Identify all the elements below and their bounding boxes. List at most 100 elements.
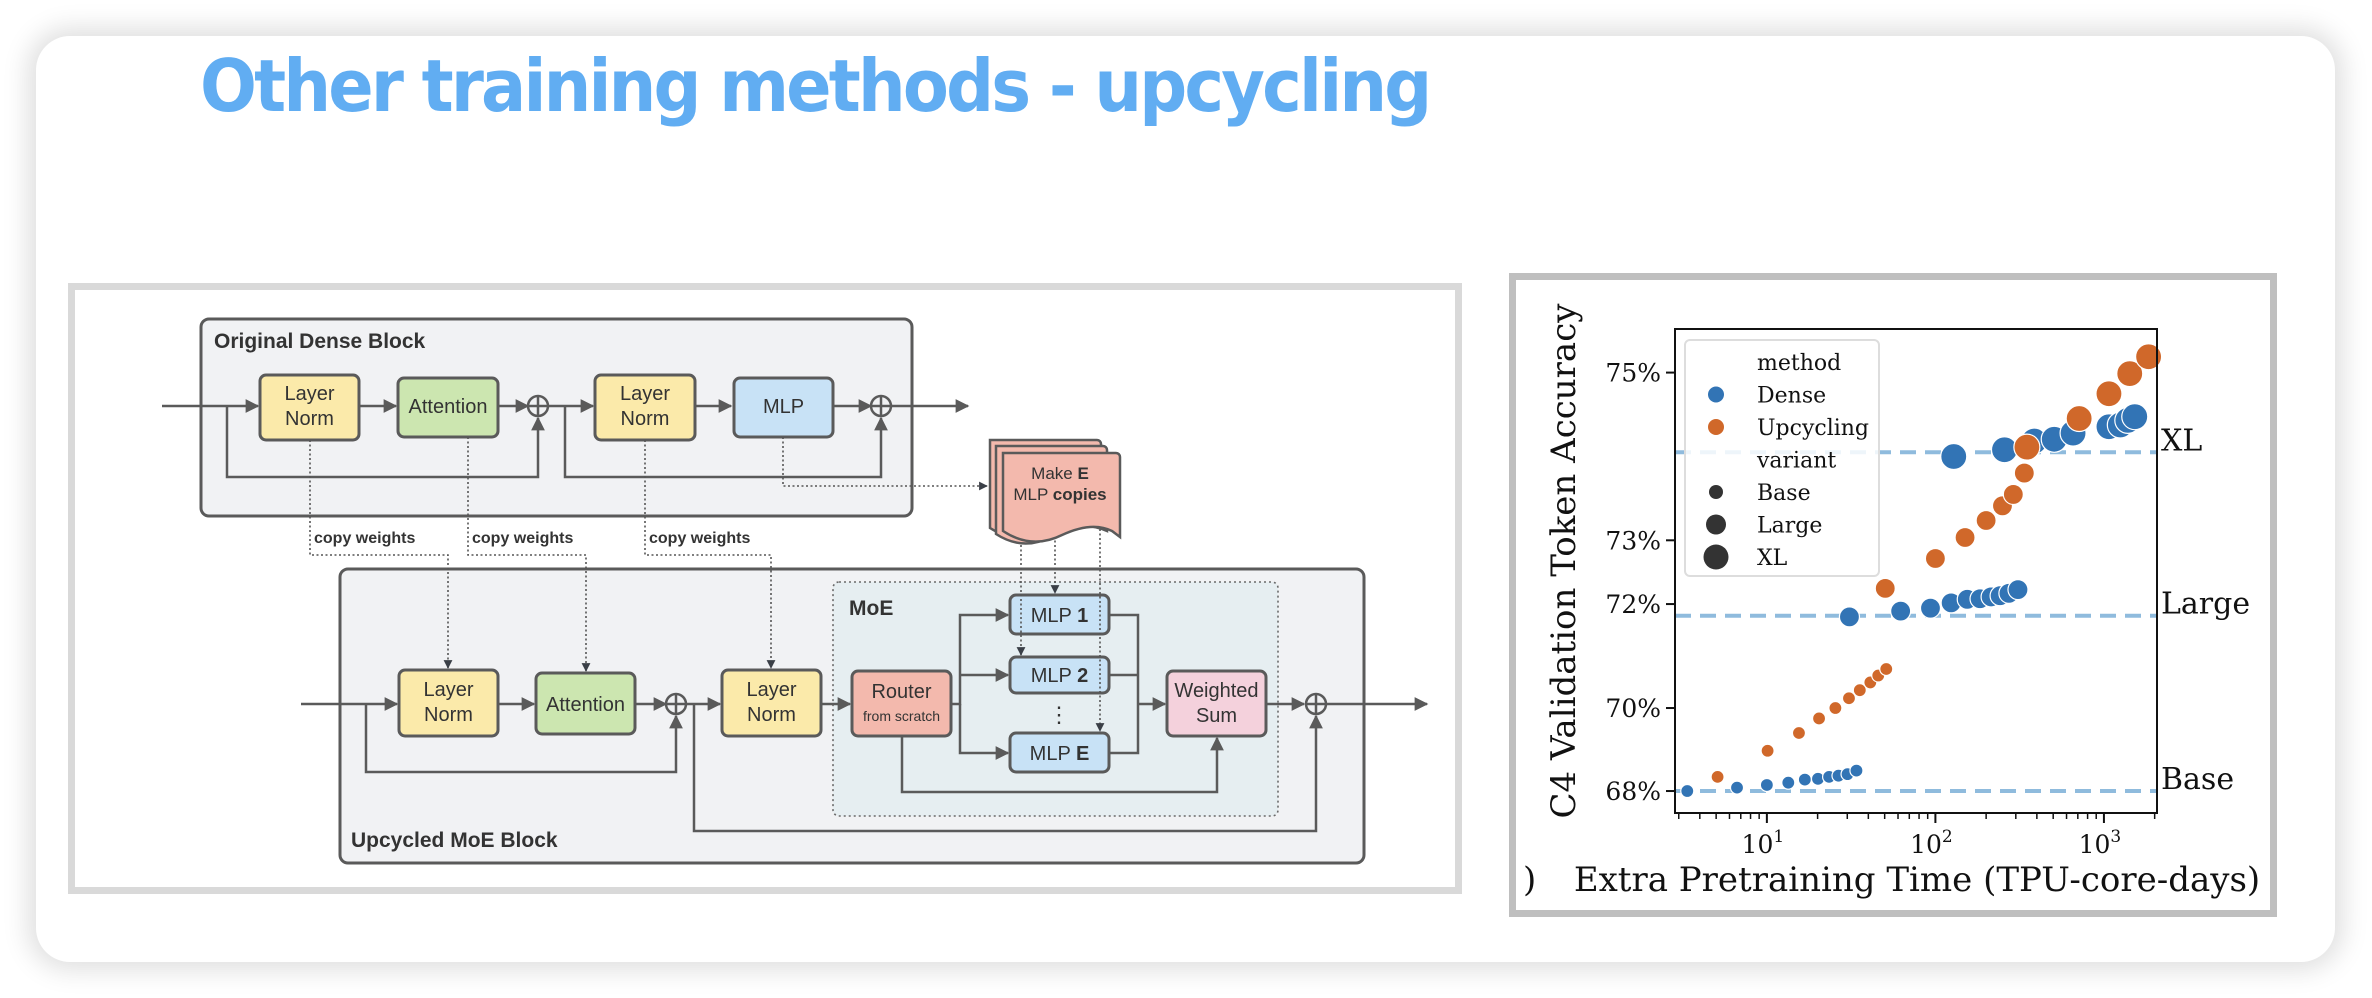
data-point (2002, 483, 2024, 506)
y-tick-label: 75% (1605, 359, 1661, 388)
legend-marker-dense (1708, 386, 1724, 403)
moe-add-2 (1304, 692, 1328, 716)
y-axis-label: C4 Validation Token Accuracy (1544, 303, 1584, 819)
moe-add-1 (664, 692, 688, 716)
data-point (1890, 600, 1912, 622)
router-subtext: from scratch (863, 708, 940, 724)
upcycling-diagram: Original Dense Block Layer Norm Attentio… (162, 317, 1429, 865)
data-point (1940, 442, 1968, 471)
series-dense-base (1680, 763, 1864, 799)
data-point (1874, 577, 1896, 600)
y-tick-label: 70% (1605, 694, 1661, 723)
y-tick-label: 73% (1605, 526, 1661, 555)
x-axis-label: Extra Pretraining Time (TPU-core-days) (1574, 860, 2260, 900)
layer-norm-text-1: Layer (284, 383, 334, 405)
data-point (1954, 526, 1976, 549)
data-point (1760, 743, 1775, 758)
attention-text: Attention (409, 396, 488, 418)
y-axis: 68% 70% 72% 73% 75% (1605, 359, 1675, 806)
expert-mlp-1: MLP 1 (1008, 593, 1111, 636)
copy-weights-label-3: copy weights (649, 530, 750, 547)
data-point (1729, 780, 1745, 795)
copy-weights-attn-connector (467, 437, 591, 672)
data-point (1710, 769, 1725, 784)
dense-mlp: MLP (732, 376, 835, 439)
dense-layer-norm-1: Layer Norm (258, 373, 361, 442)
moe-layer-norm-1: Layer Norm (397, 668, 500, 738)
expert-mlp-E-text: MLP E (1030, 743, 1090, 765)
expert-mlp-2: MLP 2 (1008, 655, 1111, 695)
reference-label-base: Base (2161, 762, 2234, 797)
series-dense-xl (1940, 403, 2149, 471)
layer-norm-text-1: Layer (746, 679, 796, 701)
moe-label: MoE (849, 597, 893, 620)
router-text: Router (871, 681, 931, 703)
x-tick-label: 102 (1910, 827, 1953, 859)
data-point (1759, 777, 1774, 793)
layer-norm-text-2: Norm (424, 704, 473, 726)
attention-text: Attention (546, 694, 625, 716)
legend-marker-large (1706, 514, 1726, 535)
legend-item-xl: XL (1757, 546, 1788, 571)
weighted-sum-text-2: Sum (1196, 705, 1237, 727)
legend-marker-upcycling (1708, 419, 1724, 435)
expert-mlp-2-text: MLP 2 (1031, 665, 1088, 687)
data-point (1852, 683, 1867, 698)
y-tick-label: 68% (1605, 777, 1661, 806)
data-point (2134, 343, 2163, 371)
dense-block-container (199, 317, 914, 518)
legend-item-dense: Dense (1757, 384, 1826, 409)
make-copies-text-1: Make E (1031, 464, 1089, 483)
dense-attention: Attention (396, 376, 500, 439)
series-upcycling-large (1874, 462, 2035, 600)
router-weights-arrow (900, 736, 1224, 794)
legend-box (1684, 339, 1880, 577)
x-axis-label-fragment: ) (1523, 860, 1536, 900)
slide-title: Other training methods - upcycling (200, 44, 1432, 128)
data-point (1841, 691, 1857, 706)
weighted-sum-text-1: Weighted (1174, 680, 1258, 702)
legend-marker-xl (1703, 544, 1729, 570)
y-tick-label: 72% (1605, 590, 1661, 619)
legend-item-upcycling: Upcycling (1757, 416, 1869, 441)
mlp-text: MLP (763, 396, 804, 418)
layer-norm-text-2: Norm (747, 704, 796, 726)
layer-norm-text-1: Layer (423, 679, 473, 701)
router: Router from scratch (850, 669, 953, 738)
x-tick-label: 103 (2079, 827, 2122, 859)
series-upcycling-base (1710, 661, 1894, 784)
moe-residual-2 (692, 704, 1323, 833)
copy-weights-ln2-connector (644, 440, 776, 669)
make-copies-text-2: MLP copies (1013, 485, 1106, 504)
dense-block-label: Original Dense Block (214, 330, 426, 353)
data-point (1838, 606, 1861, 628)
moe-block-label: Upcycled MoE Block (351, 829, 558, 852)
expert-mlp-E: MLP E (1008, 731, 1111, 774)
data-point (2116, 360, 2144, 388)
experts-ellipsis: ⋮ (1048, 702, 1070, 727)
copy-weights-label-2: copy weights (472, 530, 573, 547)
series-dense-large (1838, 579, 2029, 628)
legend-item-large: Large (1757, 514, 1822, 539)
layer-norm-text-2: Norm (285, 408, 334, 430)
series-upcycling-xl (2013, 343, 2163, 461)
router-to-mlpE-arrow (958, 704, 1010, 760)
weighted-sum: Weighted Sum (1165, 669, 1268, 738)
legend-title-variant: variant (1756, 449, 1836, 474)
data-point (1680, 783, 1695, 799)
data-point (1781, 775, 1796, 790)
data-point (2095, 380, 2123, 408)
upcycling-diagram-figure: Original Dense Block Layer Norm Attentio… (68, 283, 1462, 894)
legend-marker-base (1709, 485, 1723, 499)
data-point (1975, 509, 1997, 532)
data-point (1849, 763, 1864, 778)
data-point (2013, 462, 2035, 484)
data-points (1680, 343, 2163, 799)
data-point (1811, 711, 1827, 726)
data-point (2121, 403, 2149, 431)
make-copies-card: Make E MLP copies (988, 438, 1122, 545)
data-point (2065, 404, 2093, 433)
data-point (2013, 433, 2041, 461)
